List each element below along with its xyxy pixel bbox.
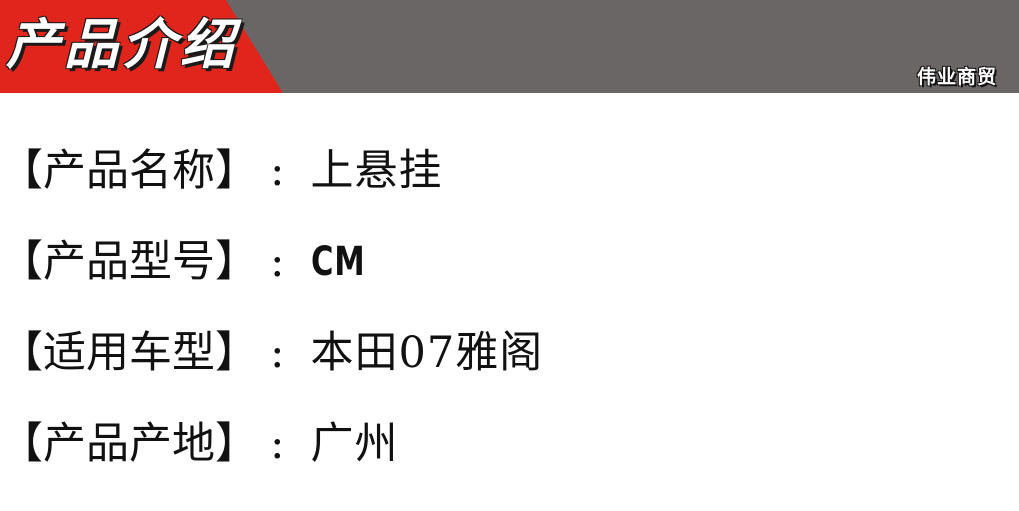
spec-row-origin: 【产品产地】 : 广州 — [0, 398, 543, 489]
spec-row-model: 【产品型号】 : CM — [0, 216, 543, 307]
spec-value: 本田07雅阁 — [310, 327, 544, 378]
spec-value: 上悬挂 — [310, 145, 443, 196]
spec-value: CM — [310, 238, 366, 285]
spec-row-name: 【产品名称】 : 上悬挂 — [0, 125, 543, 216]
spec-colon: : — [270, 418, 285, 469]
section-title: 产品介绍 — [6, 13, 238, 76]
spec-colon: : — [270, 145, 285, 196]
spec-row-vehicle: 【适用车型】 : 本田07雅阁 — [0, 307, 543, 398]
spec-label: 【产品名称】 — [0, 145, 258, 196]
spec-value: 广州 — [310, 418, 399, 469]
product-spec-list: 【产品名称】 : 上悬挂 【产品型号】 : CM 【适用车型】 : 本田07雅阁… — [0, 125, 543, 489]
spec-label: 【产品型号】 — [0, 236, 258, 287]
spec-colon: : — [270, 327, 285, 378]
spec-label: 【适用车型】 — [0, 327, 258, 378]
header-banner: 产品介绍 伟业商贸 — [0, 0, 1019, 93]
brand-name: 伟业商贸 — [916, 66, 997, 88]
spec-colon: : — [270, 236, 285, 287]
spec-label: 【产品产地】 — [0, 418, 258, 469]
